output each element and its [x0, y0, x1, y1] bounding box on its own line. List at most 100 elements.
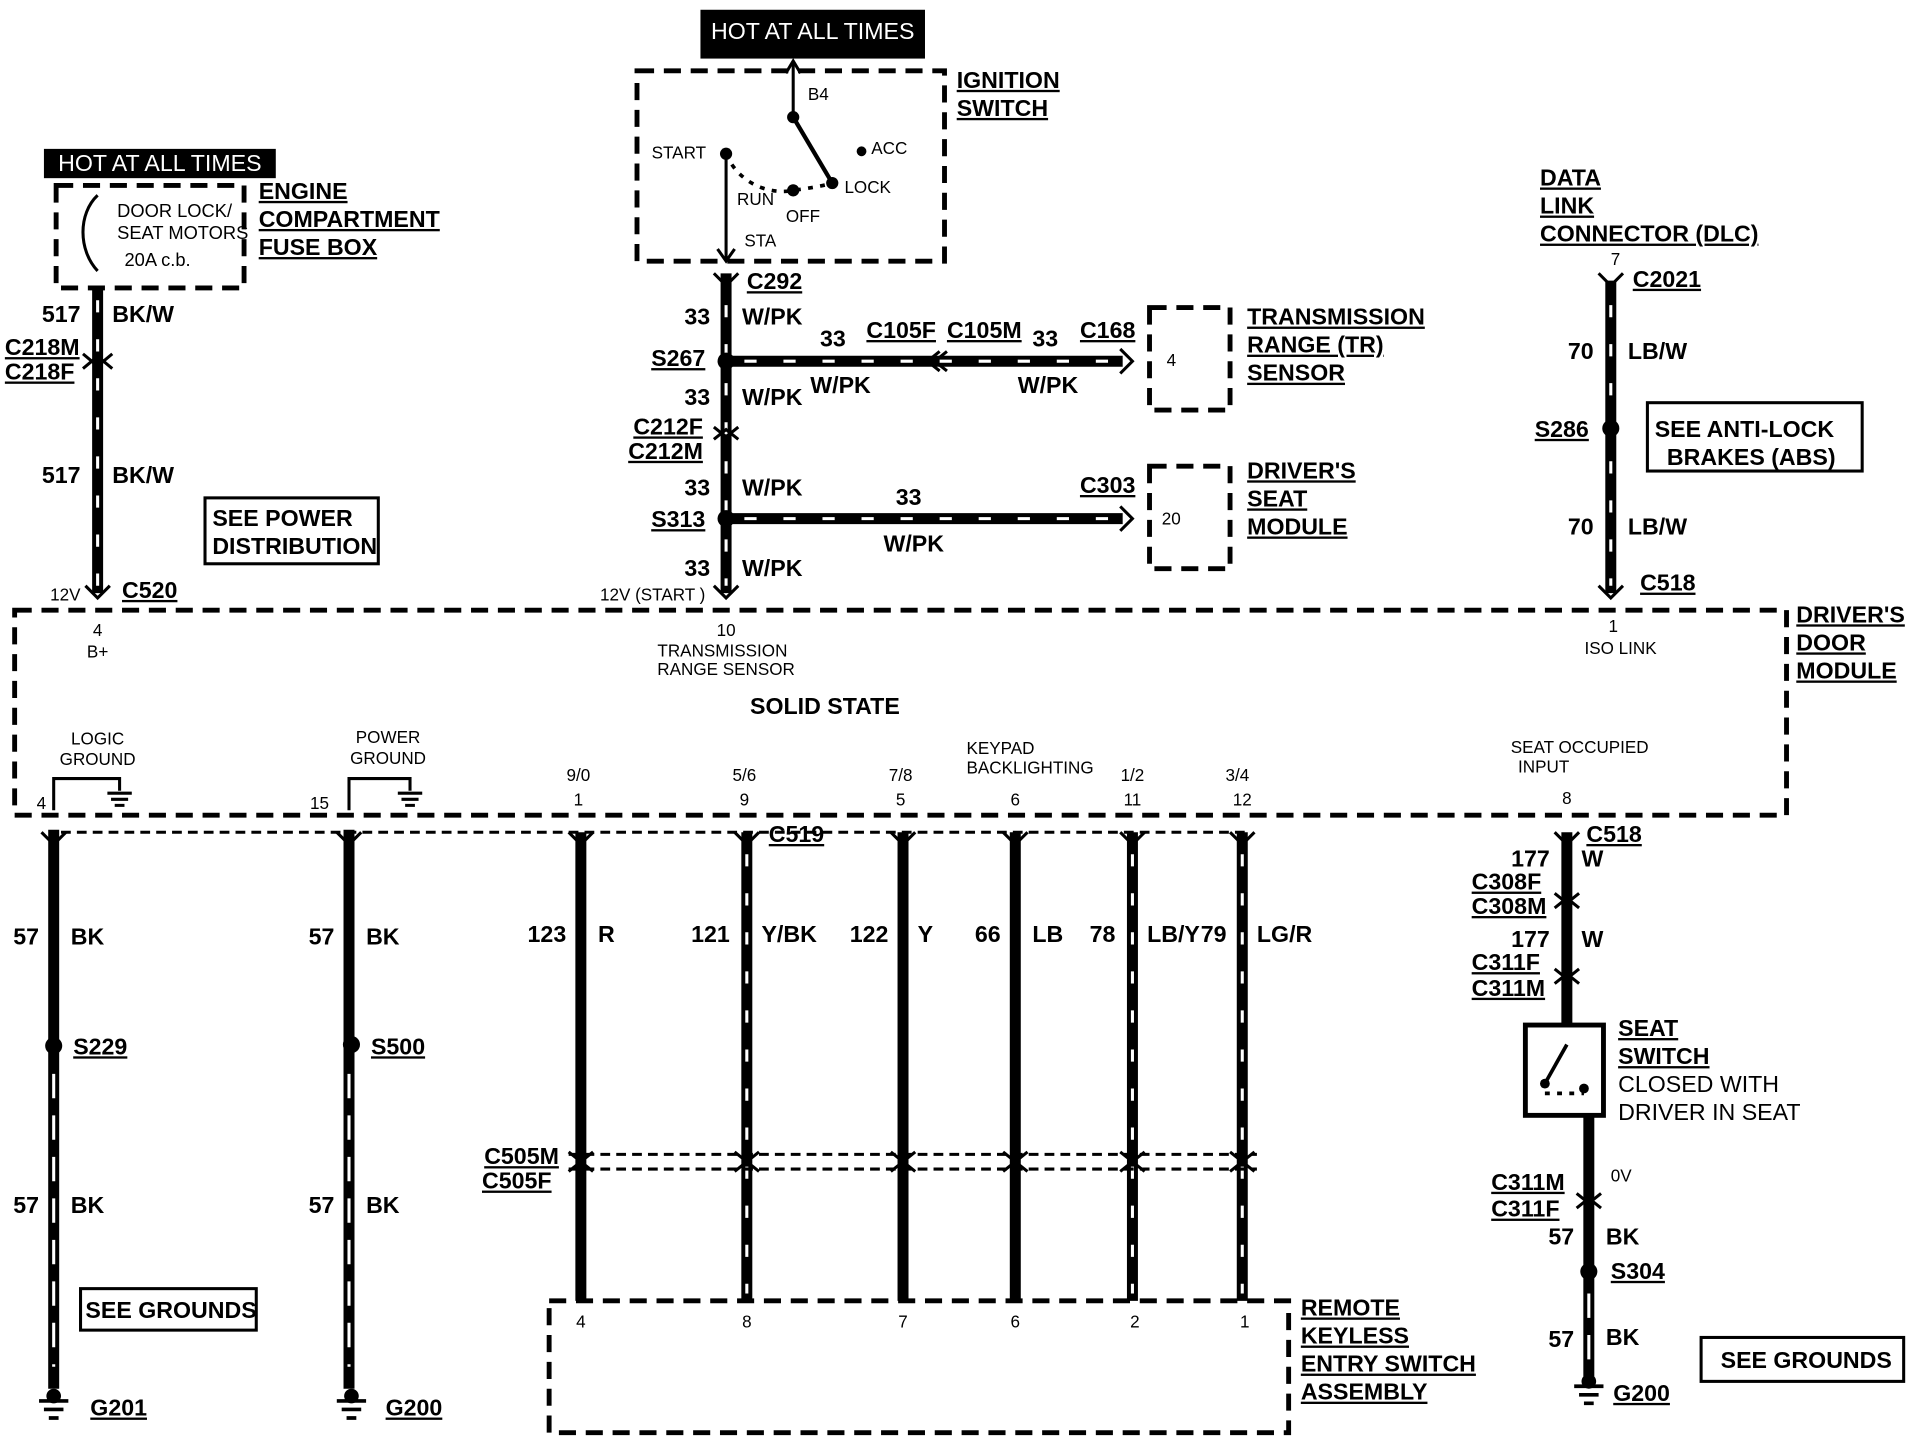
color-bk-f: BK — [1606, 1324, 1640, 1350]
connector-c292: C292 — [747, 268, 802, 294]
ground-g200-left-symbol — [336, 1399, 367, 1420]
rke-title-1: REMOTE — [1301, 1294, 1400, 1320]
pin-r9-state: 5/6 — [733, 766, 757, 785]
dlc-pin: 7 — [1611, 250, 1621, 269]
circuit-33-d: 33 — [684, 555, 710, 581]
fuse-box-title-1: ENGINE — [259, 178, 348, 204]
power-ground-num: 15 — [310, 794, 329, 813]
logic-ground-symbol — [107, 791, 132, 807]
seat-switch-title-1: SEAT — [1618, 1015, 1678, 1041]
rke-wires — [575, 832, 1248, 1301]
circuit-79: 79 — [1201, 921, 1227, 947]
ignition-switch-outline — [634, 68, 947, 264]
connector-c311-top-symbol — [1553, 967, 1581, 985]
splice-s500-dot — [342, 1036, 360, 1054]
ign-wiper — [791, 116, 835, 185]
connector-c519: C519 — [769, 821, 825, 847]
door-module-title-3: MODULE — [1796, 657, 1896, 683]
pin-r1-state: 9/0 — [567, 766, 591, 785]
seat-switch-lever — [1543, 1043, 1569, 1085]
connector-c518-bottom: C518 — [1586, 821, 1642, 847]
connector-c105-symbol — [924, 350, 948, 373]
connector-c292-symbol — [712, 272, 740, 288]
connector-c308-symbol — [1553, 892, 1581, 910]
seat-module-title-2: SEAT — [1247, 485, 1307, 511]
fuse-label-2: SEAT MOTORS — [117, 222, 248, 243]
logic-ground-bracket — [52, 777, 122, 811]
pin-r8-num: 8 — [1562, 789, 1572, 808]
connector-c505f: C505F — [482, 1168, 552, 1194]
ign-run-label: RUN — [737, 190, 774, 209]
pin1-name: ISO LINK — [1584, 639, 1657, 658]
circuit-33-tr-left: 33 — [820, 326, 846, 352]
circuit-33-c: 33 — [684, 474, 710, 500]
color-wpk-d: W/PK — [742, 555, 803, 581]
power-ground-symbol — [397, 791, 423, 807]
see-grounds-right: SEE GROUNDS — [1721, 1347, 1892, 1373]
rke-pin-4: 4 — [576, 1313, 586, 1332]
circuit-57-d: 57 — [309, 1192, 335, 1218]
color-bk-a: BK — [71, 924, 105, 950]
logic-ground-2: GROUND — [60, 750, 136, 769]
circuit-57-a: 57 — [13, 924, 39, 950]
connector-c105f: C105F — [866, 317, 936, 343]
ign-b4-label: B4 — [808, 85, 829, 104]
circuit-57-f: 57 — [1548, 1326, 1574, 1352]
seat-switch-desc-1: CLOSED WITH — [1618, 1071, 1779, 1097]
color-wpk-tr-right: W/PK — [1018, 372, 1079, 398]
connector-c212m: C212M — [628, 438, 703, 464]
ground-g200-right: G200 — [1613, 1380, 1670, 1406]
ign-start-label: START — [652, 144, 707, 163]
ign-sta-label: STA — [744, 232, 777, 251]
fuse-box-outline — [53, 183, 247, 291]
rke-pin-8: 8 — [742, 1313, 752, 1332]
circuit-122: 122 — [850, 921, 889, 947]
connector-c168: C168 — [1080, 317, 1136, 343]
color-wpk-tr-left: W/PK — [810, 372, 871, 398]
pin-r12-num: 12 — [1233, 790, 1252, 809]
color-w-a: W — [1582, 845, 1604, 871]
splice-s229: S229 — [73, 1033, 127, 1059]
dlc-title-1: DATA — [1540, 164, 1601, 190]
splice-s286: S286 — [1535, 416, 1589, 442]
ground-g200-left: G200 — [386, 1395, 443, 1421]
see-abs-box — [1645, 401, 1864, 473]
connector-c212f: C212F — [633, 413, 703, 439]
connector-c218f: C218F — [5, 359, 75, 385]
seat-module-title-1: DRIVER'S — [1247, 457, 1356, 483]
connector-c311f-top: C311F — [1472, 949, 1540, 975]
circuit-66: 66 — [975, 921, 1001, 947]
circuit-517-upper: 517 — [42, 301, 81, 327]
door-module-title-1: DRIVER'S — [1796, 601, 1905, 627]
color-r: R — [598, 921, 615, 947]
pin4-num: 4 — [93, 621, 103, 640]
seat-switch-desc-2: DRIVER IN SEAT — [1618, 1099, 1800, 1125]
dlc-title-3: CONNECTOR (DLC) — [1540, 221, 1758, 247]
connector-c518-top: C518 — [1640, 570, 1696, 596]
fuse-label-3: 20A c.b. — [124, 249, 190, 270]
circuit-33-tr-right: 33 — [1032, 326, 1058, 352]
color-bkw-lower: BK/W — [112, 462, 174, 488]
rke-title-3: ENTRY SWITCH — [1301, 1351, 1476, 1377]
ign-off-label: OFF — [786, 207, 820, 226]
splice-s500: S500 — [371, 1033, 425, 1059]
circuit-breaker-symbol — [81, 194, 99, 272]
ground-g201-dot — [46, 1388, 62, 1404]
connector-c518-bottom-symbol — [1553, 831, 1581, 847]
ign-arc — [724, 153, 833, 194]
circuit-123: 123 — [528, 921, 567, 947]
color-bkw-upper: BK/W — [112, 301, 174, 327]
rke-assembly-outline — [546, 1298, 1292, 1436]
pin-r8-name-1: SEAT OCCUPIED — [1511, 738, 1649, 757]
circuit-57-e: 57 — [1548, 1224, 1574, 1250]
see-grounds-box-right — [1699, 1335, 1906, 1383]
wire-57-logic-top — [40, 831, 67, 847]
color-lbw-b: LB/W — [1628, 513, 1687, 539]
pin10-arrow — [712, 584, 740, 601]
color-lgr: LG/R — [1257, 921, 1313, 947]
dlc-title-2: LINK — [1540, 193, 1594, 219]
door-module-title-2: DOOR — [1796, 629, 1866, 655]
splice-s304: S304 — [1611, 1258, 1665, 1284]
power-ground-bracket — [347, 777, 412, 811]
